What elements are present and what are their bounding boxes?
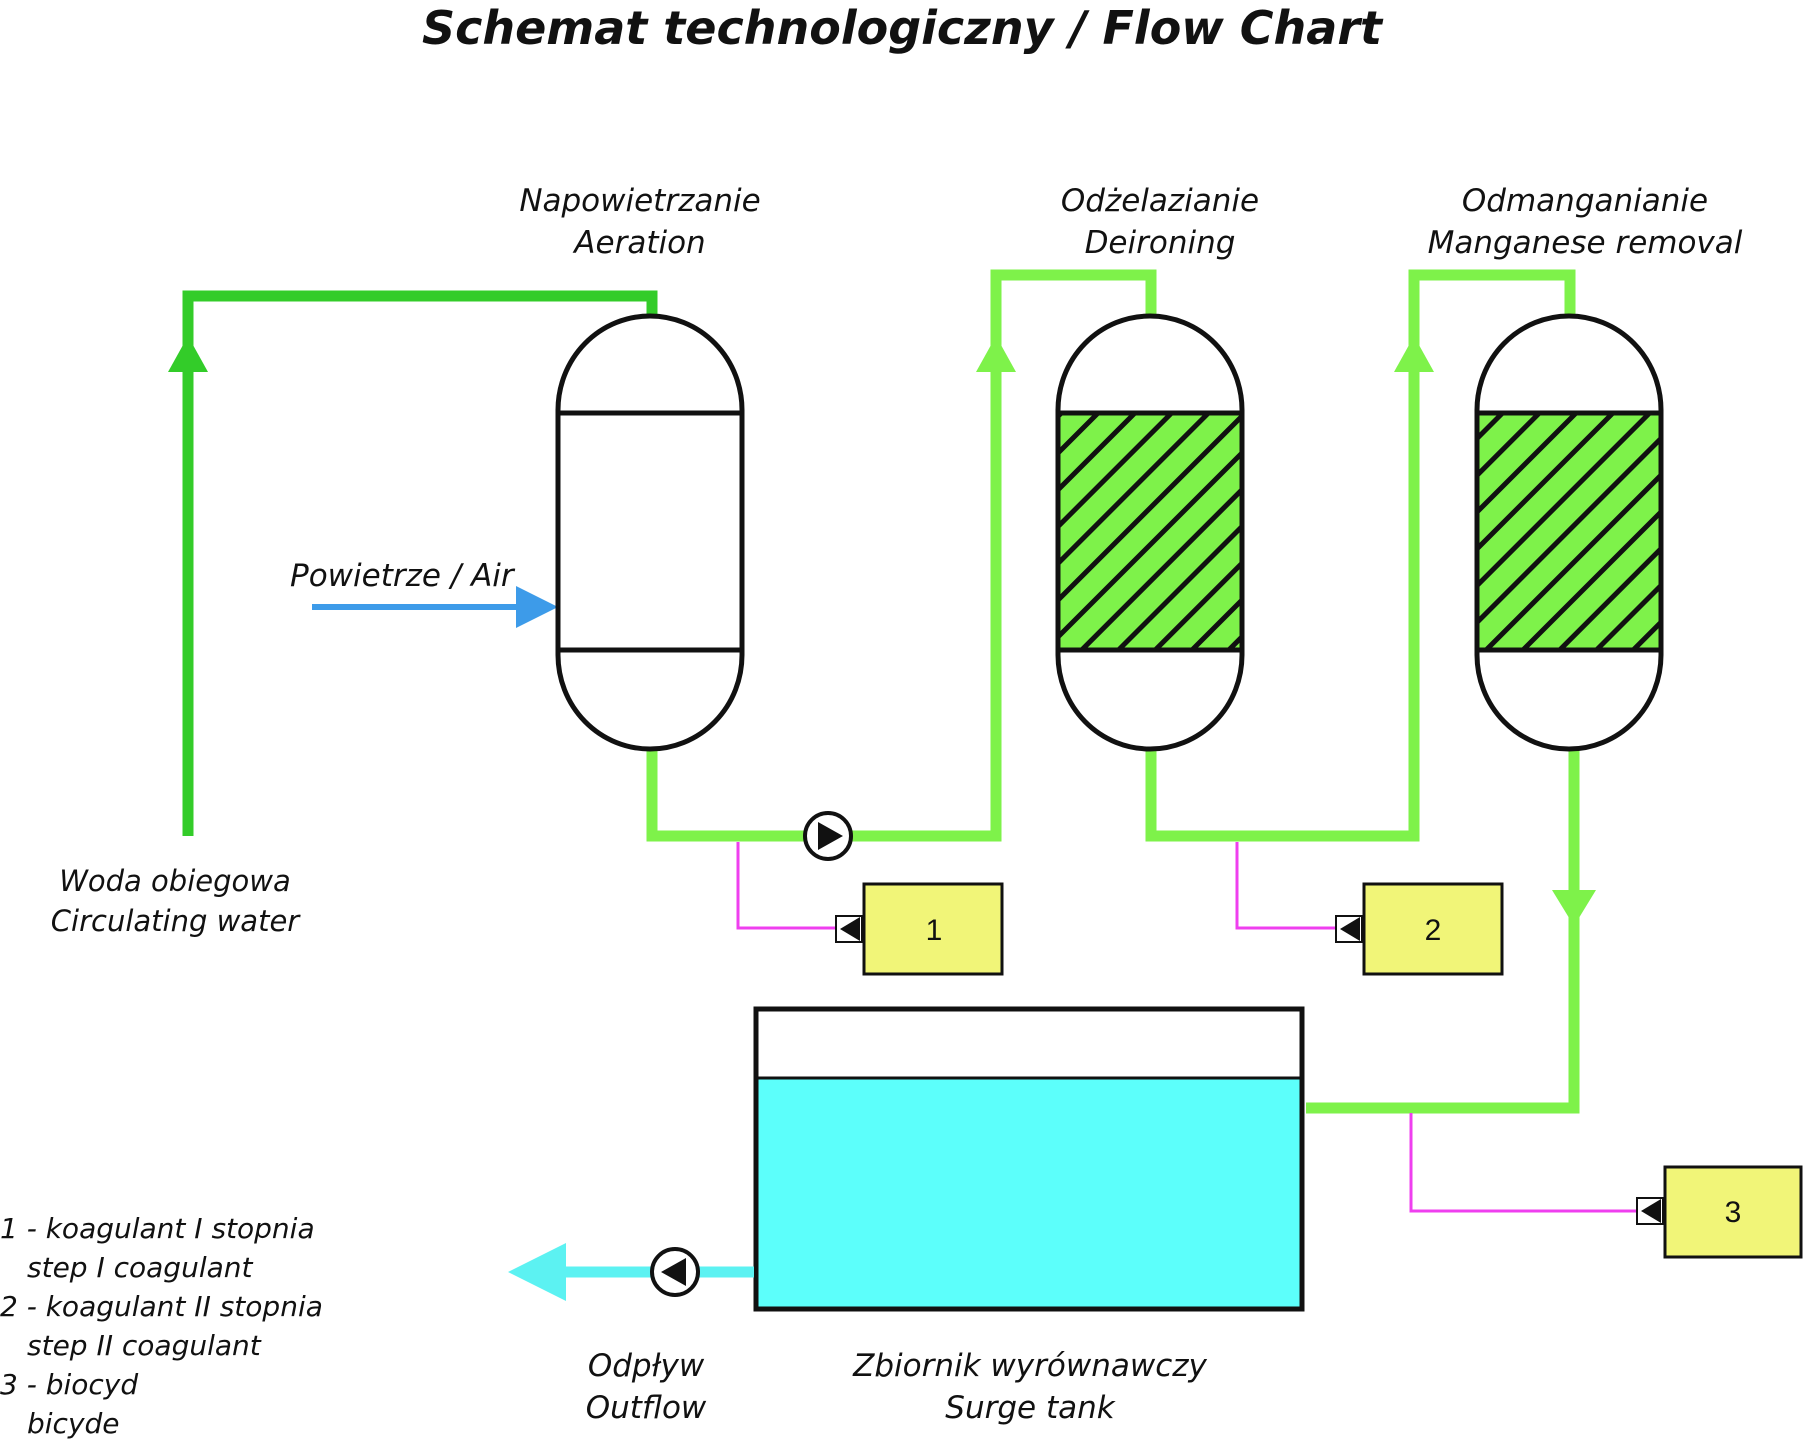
legend-item-3-pl: 3 - biocyd xyxy=(0,1368,138,1401)
aeration-vessel xyxy=(555,313,745,752)
dosing-unit-1: 1 xyxy=(835,882,1004,976)
filter-media-bed xyxy=(1055,410,1245,653)
valve-icon xyxy=(1641,1199,1661,1223)
circulation-pump-icon xyxy=(803,811,853,861)
dosing-unit-number: 3 xyxy=(1725,1196,1742,1229)
tank-water xyxy=(758,1079,1300,1307)
surge-tank xyxy=(753,1006,1305,1312)
outflow-label-en: Outflow xyxy=(586,1390,707,1426)
arrow-right-icon xyxy=(516,586,558,628)
dosing-lines xyxy=(736,842,1640,1213)
valve-icon xyxy=(1340,917,1360,941)
filter-media-bed xyxy=(1474,410,1664,653)
deironing-label-en: Deironing xyxy=(1085,225,1236,261)
aeration-label-pl: Napowietrzanie xyxy=(519,183,760,219)
dosing-unit-number: 2 xyxy=(1425,914,1442,947)
pipe-deironing-to-manganese xyxy=(1145,269,1576,842)
arrow-up-icon xyxy=(976,336,1016,372)
aeration-label-en: Aeration xyxy=(572,225,705,261)
surge-tank-label-en: Surge tank xyxy=(945,1390,1115,1426)
arrow-up-icon xyxy=(1394,336,1434,372)
outflow-label-pl: Odpływ xyxy=(588,1348,705,1384)
pipe-aeration-to-deironing xyxy=(646,269,1157,842)
valve-icon xyxy=(840,917,860,941)
circulating-water-label-en: Circulating water xyxy=(51,904,302,938)
arrow-up-icon xyxy=(168,336,208,372)
dosing-unit-number: 1 xyxy=(926,914,943,947)
legend-item-1-en: step I coagulant xyxy=(27,1251,254,1284)
dosing-unit-3: 3 xyxy=(1636,1165,1803,1259)
dosing-unit-2: 2 xyxy=(1335,882,1504,976)
legend-item-1-pl: 1 - koagulant I stopnia xyxy=(0,1212,315,1245)
pipe-manganese-to-surge-tank xyxy=(1306,748,1596,1114)
air-label: Powietrze / Air xyxy=(290,558,516,594)
deironing-vessel xyxy=(1055,313,1245,752)
deironing-label-pl: Odżelazianie xyxy=(1061,183,1259,219)
circulating-water-label-pl: Woda obiegowa xyxy=(59,864,291,898)
circulating-water-pipe xyxy=(168,290,658,836)
legend-item-3-en: bicyde xyxy=(27,1407,120,1440)
legend: 1 - koagulant I stopnia step I coagulant… xyxy=(0,1212,323,1440)
arrow-left-icon xyxy=(508,1243,566,1301)
surge-tank-label-pl: Zbiornik wyrównawczy xyxy=(852,1348,1207,1384)
outflow-pump-icon xyxy=(650,1247,700,1297)
manganese-removal-vessel xyxy=(1474,313,1664,752)
page-title: Schemat technologiczny / Flow Chart xyxy=(422,1,1384,55)
air-inlet xyxy=(312,586,558,628)
arrow-down-icon xyxy=(1552,890,1596,926)
outflow-pipe xyxy=(508,1243,754,1301)
legend-item-2-en: step II coagulant xyxy=(27,1329,262,1362)
manganese-label-pl: Odmanganianie xyxy=(1462,183,1708,219)
legend-item-2-pl: 2 - koagulant II stopnia xyxy=(0,1290,323,1323)
manganese-label-en: Manganese removal xyxy=(1428,225,1743,261)
